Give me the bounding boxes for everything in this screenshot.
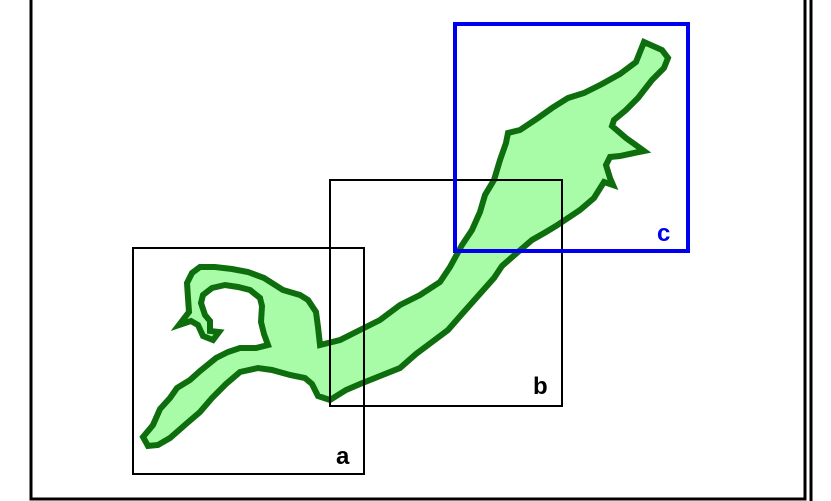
river-shape [139,37,672,450]
box-a [132,247,365,475]
box-c [453,22,690,253]
box-b-label: b [533,373,548,400]
box-b [329,179,563,407]
box-c-label: c [657,220,670,247]
outer-frame [29,0,807,501]
box-a-label: a [336,443,350,470]
